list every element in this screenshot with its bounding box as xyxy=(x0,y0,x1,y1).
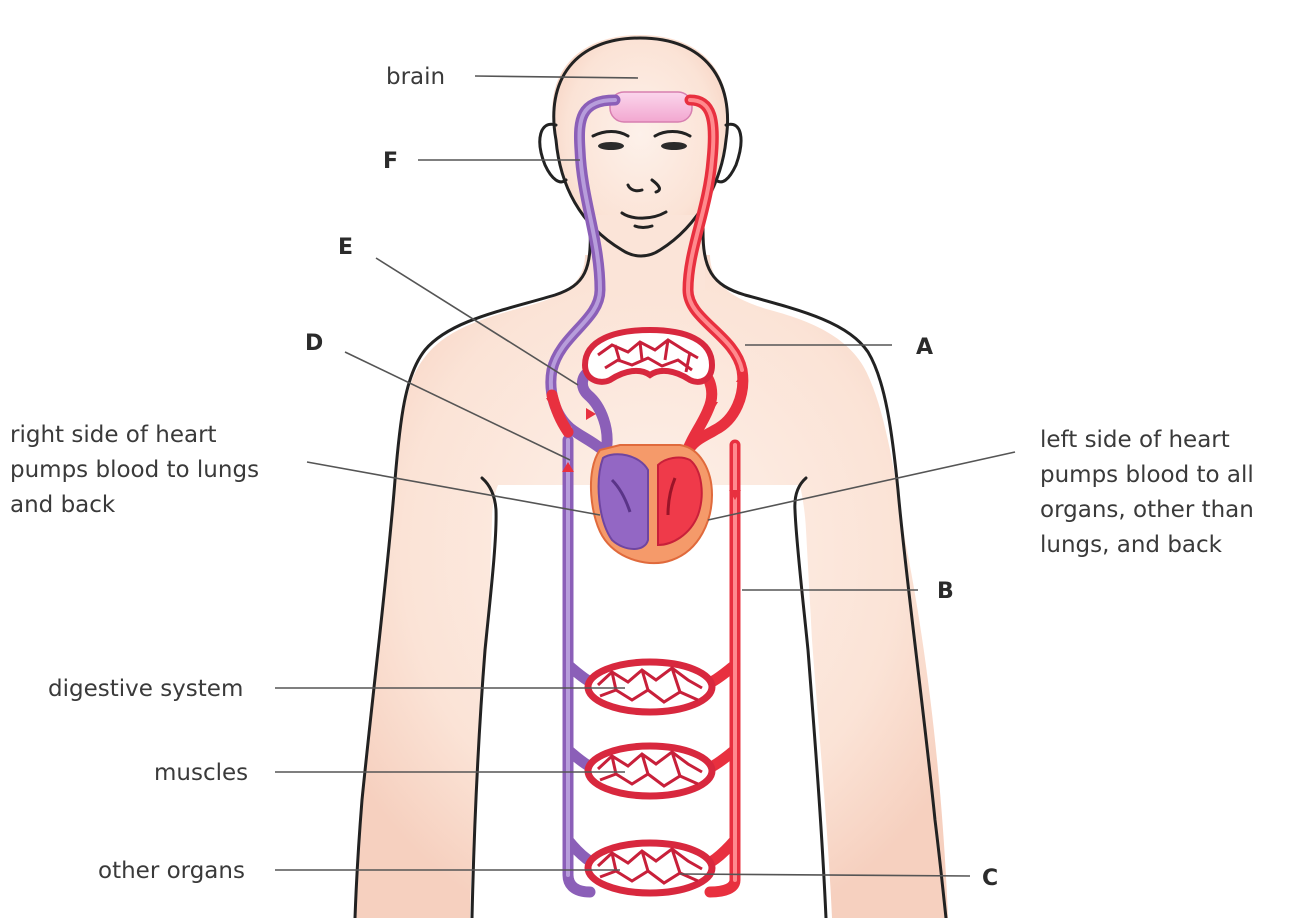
label-a: A xyxy=(916,335,933,360)
brain-capillary-bed xyxy=(610,92,692,122)
muscles-capillary-bed xyxy=(588,746,712,796)
label-left-heart-3: organs, other than xyxy=(1040,497,1254,523)
label-left-heart-2: pumps blood to all xyxy=(1040,462,1254,488)
label-c: C xyxy=(982,866,998,891)
chin xyxy=(635,226,652,228)
other-organs-capillary-bed xyxy=(588,843,712,893)
right-eye xyxy=(661,142,687,150)
label-left-heart-1: left side of heart xyxy=(1040,427,1230,453)
label-d: D xyxy=(305,331,323,356)
lung-capillary-bed xyxy=(585,330,712,382)
label-other-organs: other organs xyxy=(98,858,245,884)
label-right-heart-2: pumps blood to lungs xyxy=(10,457,259,483)
label-f: F xyxy=(383,149,398,174)
label-left-heart-4: lungs, and back xyxy=(1040,532,1223,558)
label-brain: brain xyxy=(386,64,445,90)
heart xyxy=(591,445,712,563)
label-digestive-system: digestive system xyxy=(48,676,243,702)
label-muscles: muscles xyxy=(154,760,248,786)
left-eye xyxy=(598,142,624,150)
label-b: B xyxy=(937,579,954,604)
label-right-heart-3: and back xyxy=(10,492,116,518)
label-e: E xyxy=(338,235,353,260)
digestive-capillary-bed xyxy=(588,662,712,712)
label-right-heart-1: right side of heart xyxy=(10,422,217,448)
